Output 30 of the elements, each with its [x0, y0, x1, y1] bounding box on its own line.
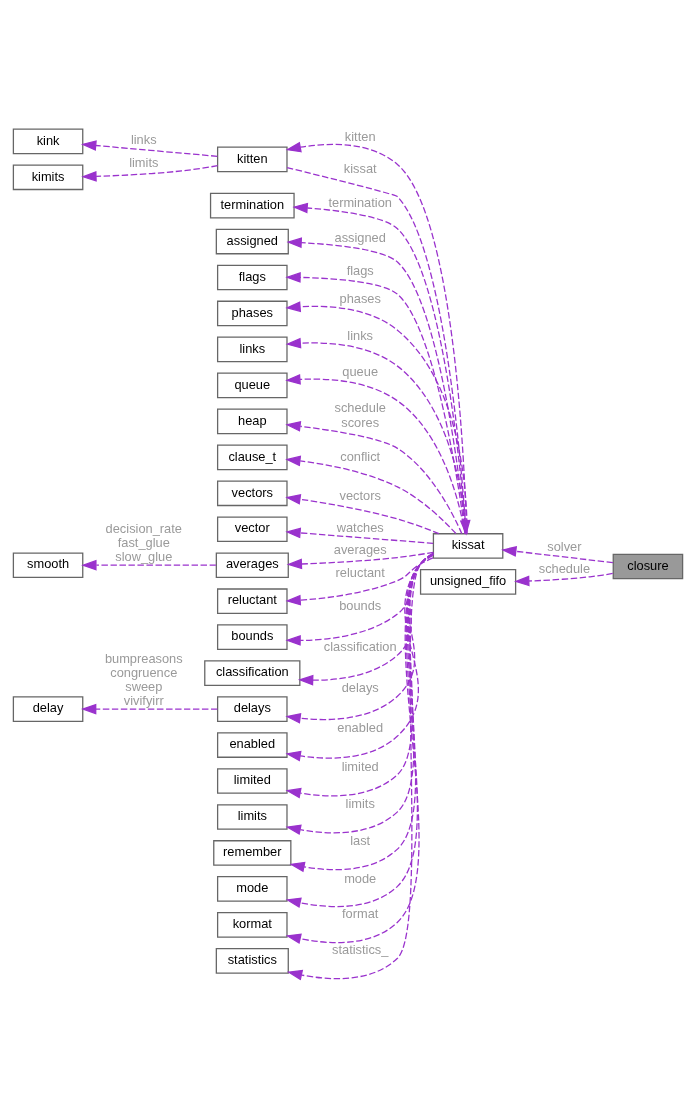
edge-label: limited [341, 758, 379, 774]
edge-label: last [350, 833, 371, 849]
edge-label: bumpreasons congruence sweep vivifyirr [104, 650, 183, 709]
edge-label: solver [547, 539, 582, 555]
edge-label: assigned [334, 229, 386, 245]
edge-label: schedule [538, 560, 591, 576]
edge-label: format [342, 906, 379, 922]
edge-label: classification [323, 639, 397, 655]
edge-label: reluctant [335, 564, 385, 580]
edge-label: phases [339, 291, 381, 307]
edge-label: conflict [340, 449, 381, 465]
edge-label: watches [336, 519, 384, 535]
edge-label: decision_rate fast_glue slow_glue [105, 521, 182, 565]
edge-label: flags [346, 262, 374, 278]
edge-label: enabled [337, 720, 384, 736]
edge-label: limits [345, 796, 375, 811]
edge-label: limits [129, 155, 159, 171]
edge-label: kitten [344, 129, 376, 145]
edge-label: delays [341, 680, 379, 696]
edge-label: kissat [343, 161, 377, 177]
edge-label: links [130, 131, 157, 147]
edge-label: links [347, 328, 374, 344]
edge-label: vectors [339, 487, 381, 503]
edge-label: averages [333, 541, 387, 557]
edge-label: termination [328, 194, 392, 210]
edge-label: bounds [339, 598, 382, 614]
edge-label: mode [344, 870, 377, 886]
edge-label: statistics_ [332, 942, 389, 958]
edge-label: queue [342, 364, 379, 380]
edge-label: schedule scores [334, 400, 386, 430]
